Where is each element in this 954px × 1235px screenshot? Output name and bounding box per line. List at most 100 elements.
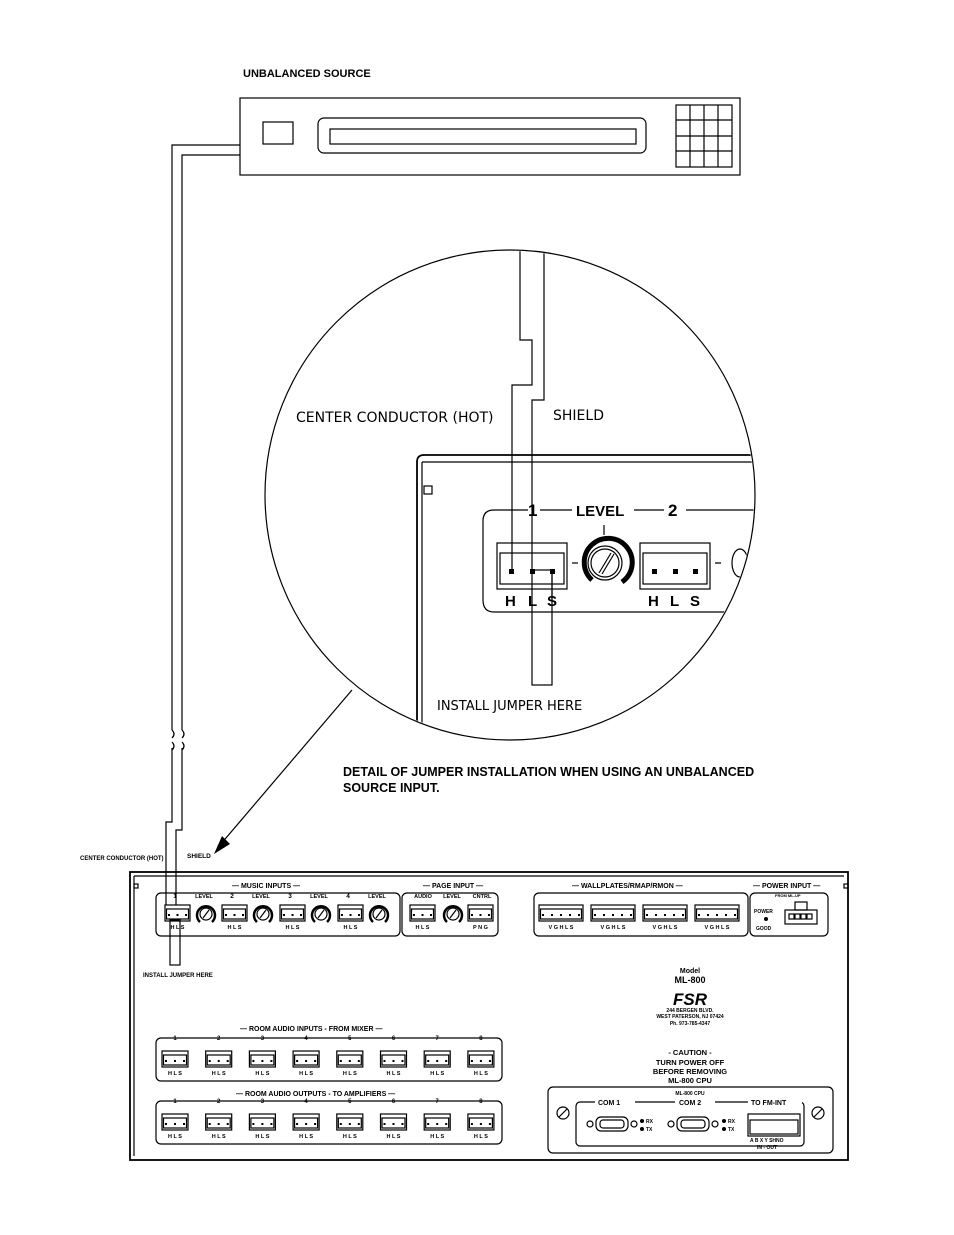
wallplate-4-terminal[interactable]: V G H L S <box>694 904 740 931</box>
music-input-1-terminal-pins-label: H L S <box>171 925 185 931</box>
music-input-2-number: 2 <box>230 893 234 900</box>
detail2-pin-s: S <box>690 593 700 610</box>
music-inputs-group: — MUSIC INPUTS — — PAGE INPUT — <box>155 883 499 937</box>
com1-rx-led <box>640 1119 644 1123</box>
room-output-5-number: 5 <box>348 1099 352 1105</box>
room-output-5-terminal[interactable]: H L S <box>336 1113 364 1140</box>
room-input-5-number: 5 <box>348 1036 352 1042</box>
music-input-4-level-knob[interactable] <box>368 905 390 923</box>
music-input-3-level-knob[interactable] <box>310 905 332 923</box>
room-output-3-terminal[interactable]: H L S <box>248 1113 276 1140</box>
room-input-7-terminal[interactable]: H L S <box>423 1050 451 1077</box>
music-input-4-number: 4 <box>346 893 350 900</box>
power-input-group <box>749 892 829 937</box>
source-title: UNBALANCED SOURCE <box>243 68 371 80</box>
room-input-4-terminal-pins-label: H L S <box>299 1071 313 1077</box>
room-output-8-terminal[interactable]: H L S <box>467 1113 495 1140</box>
room-input-3-terminal[interactable]: H L S <box>248 1050 276 1077</box>
music-input-2-terminal[interactable]: H L S <box>221 904 248 931</box>
com1-label: COM 1 <box>598 1100 620 1107</box>
panel-shield-label: SHIELD <box>187 853 211 860</box>
page-cntrl-terminal[interactable]: P N G <box>467 904 494 931</box>
power-input-subtitle: FROM ML-UP <box>775 893 801 898</box>
caution-line-1: TURN POWER OFF <box>656 1058 725 1067</box>
music-input-1-level-knob[interactable] <box>195 905 217 923</box>
room-output-7-number: 7 <box>436 1099 440 1105</box>
music-input-2-level-label: LEVEL <box>252 894 270 900</box>
caution-line-2: BEFORE REMOVING <box>653 1067 727 1076</box>
room-output-4-terminal-pins-label: H L S <box>299 1134 313 1140</box>
room-output-4-number: 4 <box>304 1099 308 1105</box>
phone-number: Ph. 973-785-4347 <box>670 1021 711 1027</box>
room-output-2-terminal[interactable]: H L S <box>205 1113 233 1140</box>
power-led-icon <box>764 917 768 921</box>
room-input-7-number: 7 <box>436 1036 440 1042</box>
fm-pins-label: A B X Y SHNO <box>750 1138 784 1144</box>
music-input-3-terminal[interactable]: H L S <box>279 904 306 931</box>
room-input-6-terminal[interactable]: H L S <box>379 1050 408 1077</box>
wallplate-1-terminal-pins-label: V G H L S <box>549 925 574 931</box>
detail-magnifier <box>214 249 756 854</box>
room-outputs-row: 1H L S2H L S3H L S4H L S5H L S6H L S7H L… <box>161 1099 495 1140</box>
page-audio-label: AUDIO <box>414 894 432 900</box>
room-input-8-terminal[interactable]: H L S <box>467 1050 495 1077</box>
room-input-1-terminal[interactable]: H L S <box>161 1050 189 1077</box>
music-input-4-level-label: LEVEL <box>368 894 386 900</box>
detail-shield-label: SHIELD <box>553 408 604 424</box>
room-input-4-number: 4 <box>304 1036 308 1042</box>
cpu-title: ML-800 CPU <box>675 1091 705 1097</box>
room-input-4-terminal[interactable]: H L S <box>292 1050 320 1077</box>
music-input-2-level-knob[interactable] <box>252 905 274 923</box>
fm-int-label: TO FM-INT <box>751 1100 787 1107</box>
room-output-7-terminal[interactable]: H L S <box>423 1113 451 1140</box>
room-output-8-terminal-pins-label: H L S <box>474 1134 488 1140</box>
room-input-8-number: 8 <box>479 1036 483 1042</box>
music-input-1-number: 1 <box>173 893 177 900</box>
room-input-2-number: 2 <box>217 1036 221 1042</box>
com2-tx-label: TX <box>728 1127 735 1133</box>
page-cntrl-terminal-pins-label: P N G <box>473 925 488 931</box>
room-input-3-terminal-pins-label: H L S <box>255 1071 269 1077</box>
music-input-4-terminal[interactable]: H L S <box>337 904 364 931</box>
room-outputs-title: — ROOM AUDIO OUTPUTS - TO AMPLIFIERS — <box>236 1091 395 1098</box>
music-input-1-terminal[interactable]: H L S <box>164 904 191 931</box>
room-output-1-number: 1 <box>173 1099 177 1105</box>
page-level-knob[interactable] <box>442 905 464 923</box>
address-line-1: 244 BERGEN BLVD. <box>666 1008 714 1014</box>
room-input-2-terminal[interactable]: H L S <box>205 1050 233 1077</box>
wallplate-1-terminal[interactable]: V G H L S <box>538 904 584 931</box>
music-input-2-terminal-pins-label: H L S <box>228 925 242 931</box>
room-inputs-row: 1H L S2H L S3H L S4H L S5H L S6H L S7H L… <box>161 1036 495 1077</box>
page-audio-terminal-pins-label: H L S <box>416 925 430 931</box>
page-audio-terminal[interactable]: H L S <box>409 904 436 931</box>
detail-level-label: LEVEL <box>576 503 624 520</box>
in-out-label: IN - OUT <box>757 1145 777 1151</box>
wallplate-3-terminal[interactable]: V G H L S <box>642 904 688 931</box>
detail-hot-label: CENTER CONDUCTOR (HOT) <box>296 410 494 426</box>
room-output-4-terminal[interactable]: H L S <box>292 1113 320 1140</box>
room-input-5-terminal[interactable]: H L S <box>336 1050 364 1077</box>
room-input-8-terminal-pins-label: H L S <box>474 1071 488 1077</box>
room-input-3-number: 3 <box>261 1036 265 1042</box>
page-cntrl-label: CNTRL <box>473 894 492 900</box>
room-input-1-number: 1 <box>173 1036 177 1042</box>
wallplate-2-terminal[interactable]: V G H L S <box>590 904 636 931</box>
room-output-7-terminal-pins-label: H L S <box>430 1134 444 1140</box>
room-output-1-terminal[interactable]: H L S <box>161 1113 189 1140</box>
thumbscrew-left-icon <box>556 1106 570 1120</box>
com2-rx-led <box>722 1119 726 1123</box>
cpu-card: ML-800 CPU COM 1 COM 2 TO FM-INT RX TX R… <box>547 1086 834 1154</box>
room-output-2-number: 2 <box>217 1099 221 1105</box>
music-input-3-terminal-pins-label: H L S <box>286 925 300 931</box>
page-input-title: — PAGE INPUT — <box>423 883 483 890</box>
music-inputs-title: — MUSIC INPUTS — <box>232 883 300 890</box>
panel-hot-label: CENTER CONDUCTOR (HOT) <box>80 856 164 862</box>
model-info: Model ML-800 FSR 244 BERGEN BLVD. WEST P… <box>653 968 727 1085</box>
music-input-1-level-label: LEVEL <box>195 894 213 900</box>
detail2-pin-l: L <box>670 593 679 610</box>
room-output-6-terminal[interactable]: H L S <box>379 1113 408 1140</box>
brand-logo: FSR <box>673 990 708 1009</box>
